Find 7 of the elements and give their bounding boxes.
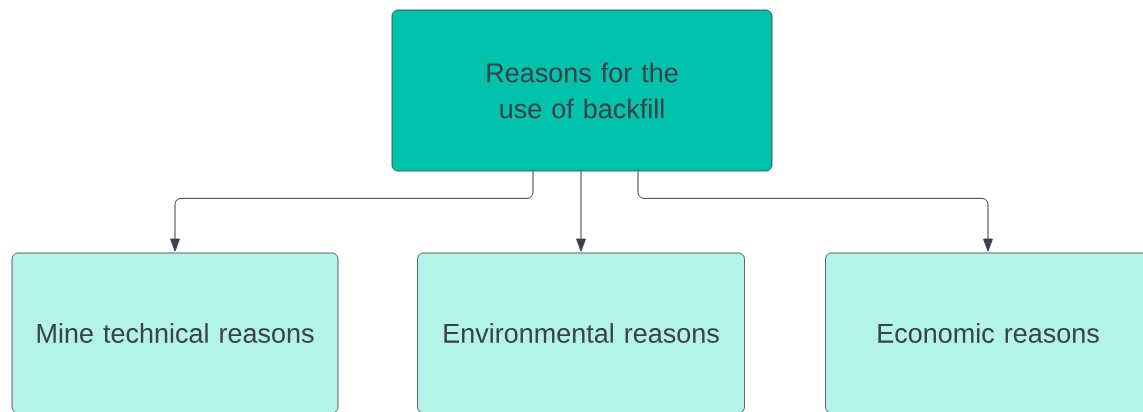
- arrow: [576, 170, 586, 252]
- category-box: Mine technical reasons: [11, 252, 339, 412]
- arrow: [170, 170, 534, 252]
- category-box: Environmental reasons: [417, 252, 745, 412]
- category-box: Economic reasons: [825, 252, 1143, 412]
- title-box: Reasons for the use of backfill: [391, 9, 773, 172]
- arrow: [637, 170, 993, 252]
